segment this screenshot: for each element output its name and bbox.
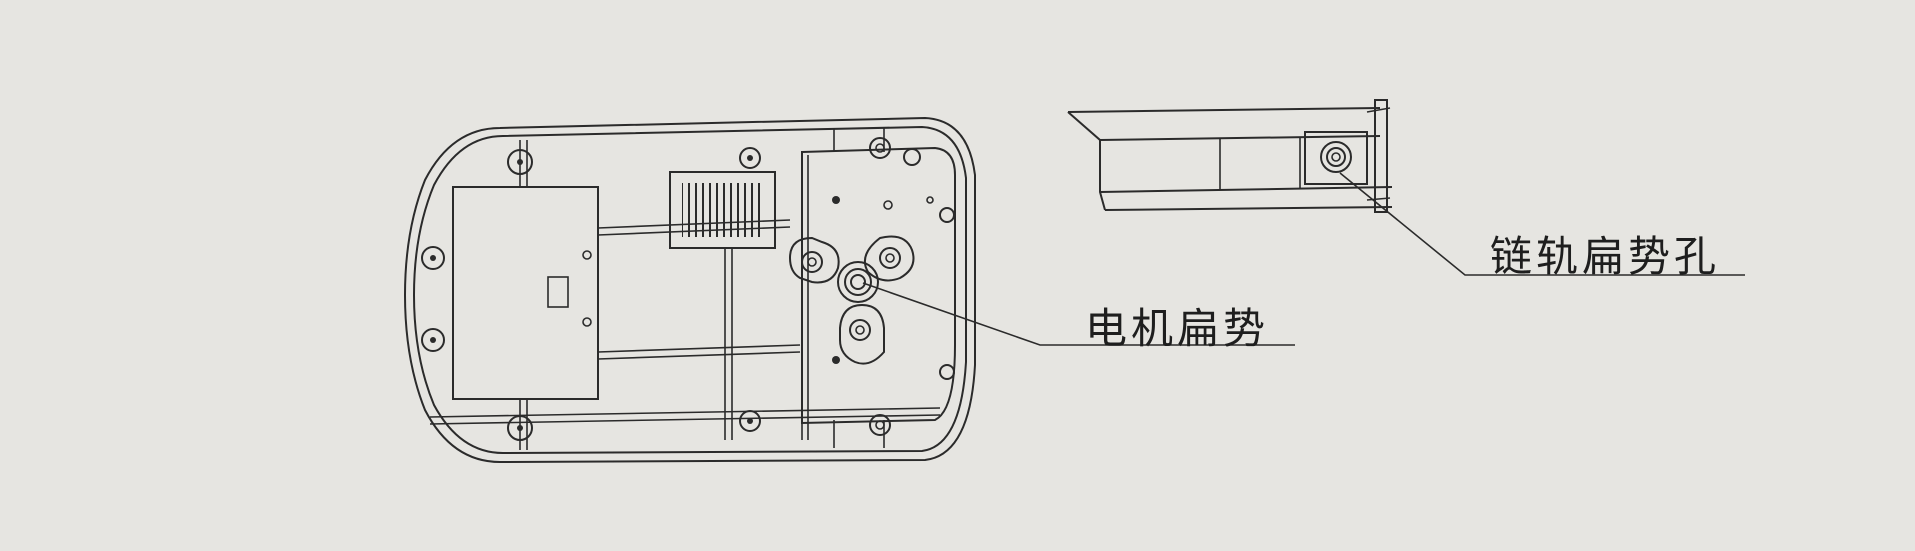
plate-outer-outline: [403, 116, 976, 464]
plate-vent-grill: [669, 171, 776, 249]
plate-boss-area: [801, 146, 956, 425]
base-plate-drawing: [403, 116, 976, 464]
plate-panel-rect: [452, 186, 599, 400]
plate-mount-holes: [421, 137, 955, 441]
motor-callout-label: 电机扁势: [1085, 304, 1270, 353]
plate-ribs: [429, 128, 941, 450]
chain-rail-hole: [1320, 141, 1352, 173]
plate-inner-outline: [412, 125, 967, 455]
chain-rail-end-block: [1304, 131, 1368, 185]
chain-rail-drawing: [1067, 99, 1393, 213]
motor-mount-bosses: [788, 235, 915, 365]
callout-leaders: [862, 172, 1745, 346]
chain-rail-end-cap: [1374, 99, 1388, 213]
plate-vent-slots: [682, 183, 764, 237]
plate-small-slot: [547, 276, 569, 308]
chain-rail-callout-label: 链轨扁势孔: [1490, 232, 1721, 281]
